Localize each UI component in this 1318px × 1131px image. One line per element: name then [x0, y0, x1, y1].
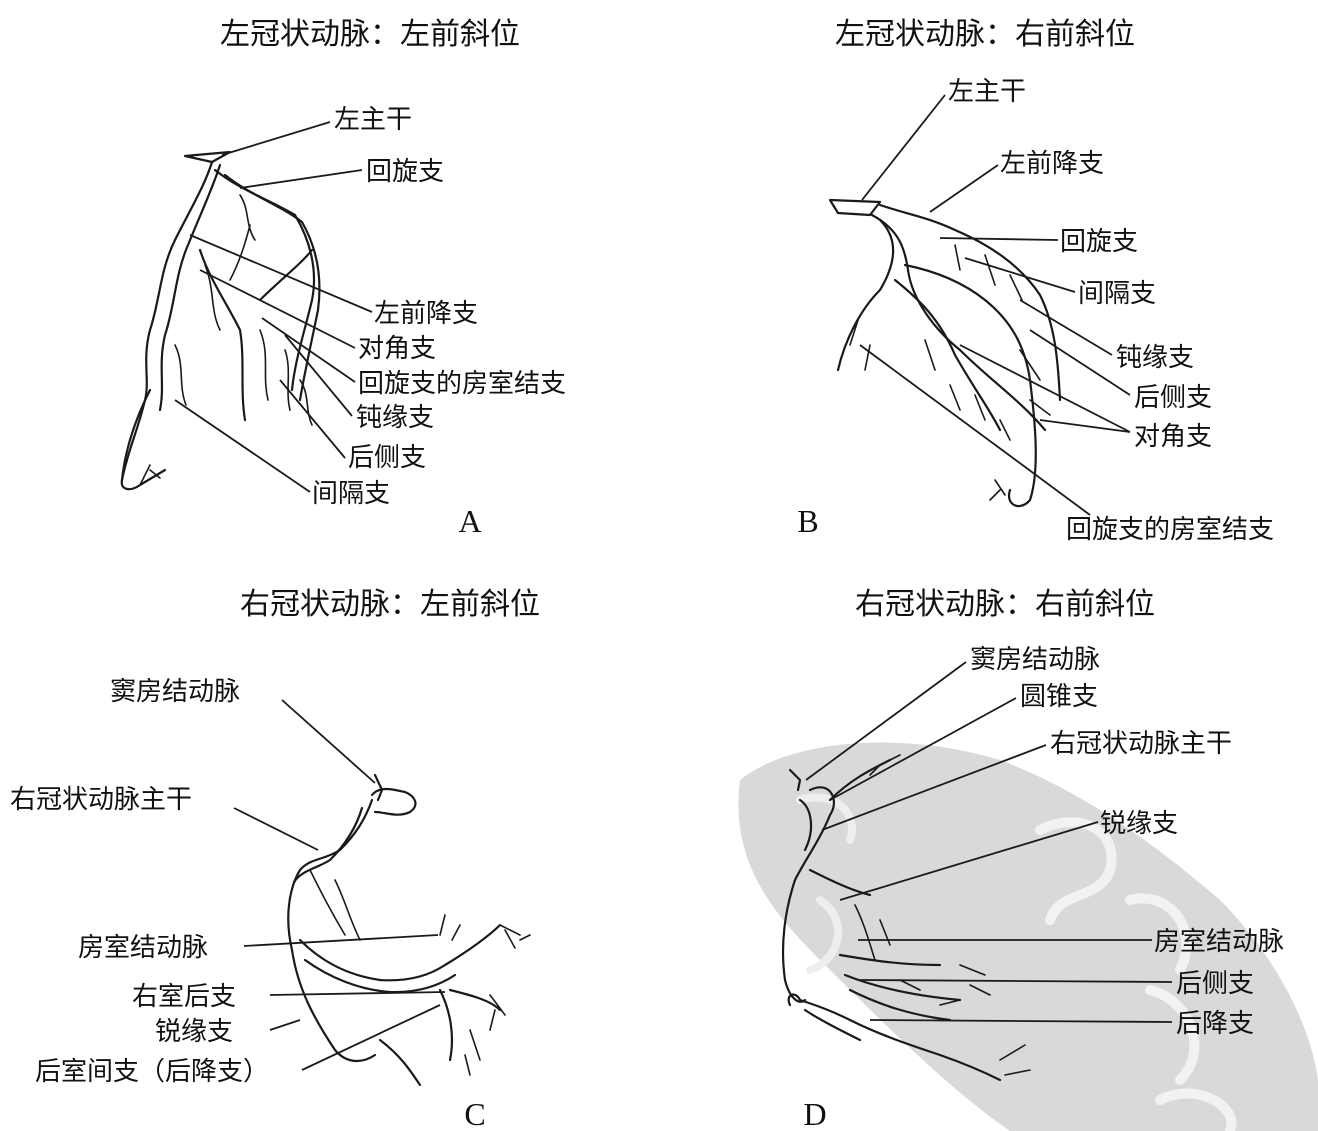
panel-d-label-rca-trunk: 右冠状动脉主干: [1050, 729, 1232, 759]
panel-a-label-obtuse-marginal: 钝缘支: [356, 403, 434, 433]
panel-c-leaders: [234, 700, 445, 1070]
panel-b: 左冠状动脉：右前斜位 B 左主干 左前降支: [797, 17, 1274, 545]
panel-a-label-septal: 间隔支: [312, 479, 390, 509]
panel-b-vessels: [830, 200, 1060, 506]
panel-a-label-circumflex-av-node: 回旋支的房室结支: [358, 369, 566, 399]
panel-b-title: 左冠状动脉：右前斜位: [835, 17, 1135, 52]
panel-c-label-rca-trunk: 右冠状动脉主干: [10, 785, 192, 815]
panel-a-letter: A: [458, 503, 481, 539]
panel-b-label-diagonal: 对角支: [1134, 422, 1212, 452]
panel-a: 左冠状动脉：左前斜位 A 左主: [122, 17, 566, 539]
panel-a-leaders: [175, 122, 372, 492]
panel-c-label-rv-posterior-branch: 右室后支: [132, 982, 236, 1012]
panel-c: 右冠状动脉：左前斜位 C 窦房结动脉 右冠状动脉主干 房: [10, 587, 540, 1131]
panel-b-label-obtuse-marginal: 钝缘支: [1116, 343, 1194, 373]
panel-d-label-conus-branch: 圆锥支: [1020, 682, 1098, 712]
panel-d-letter: D: [803, 1096, 826, 1131]
panel-c-label-acute-marginal: 锐缘支: [155, 1017, 233, 1047]
panel-d-label-acute-marginal: 锐缘支: [1100, 809, 1178, 839]
panel-b-label-lad: 左前降支: [1000, 149, 1104, 179]
panel-a-label-lad: 左前降支: [374, 299, 478, 329]
panel-b-label-circumflex-av-node: 回旋支的房室结支: [1066, 515, 1274, 545]
panel-b-label-left-main: 左主干: [948, 77, 1026, 107]
panel-d-title: 右冠状动脉：右前斜位: [855, 587, 1155, 622]
panel-a-label-left-main: 左主干: [334, 105, 412, 135]
panel-b-label-septal: 间隔支: [1078, 279, 1156, 309]
panel-d-label-av-node-artery: 房室结动脉: [1154, 927, 1284, 957]
panel-a-label-posterolateral: 后侧支: [348, 443, 426, 473]
panel-a-vessels: [122, 152, 320, 489]
panel-d-label-sa-node-artery: 窦房结动脉: [970, 645, 1100, 675]
panel-d-label-pda: 后降支: [1176, 1009, 1254, 1039]
panel-c-label-sa-node-artery: 窦房结动脉: [110, 677, 240, 707]
panel-c-label-pda: 后室间支（后降支）: [35, 1057, 269, 1087]
panel-c-label-av-node-artery: 房室结动脉: [78, 933, 208, 963]
panel-a-title: 左冠状动脉：左前斜位: [220, 17, 520, 52]
panel-d-label-posterolateral: 后侧支: [1176, 969, 1254, 999]
panel-b-letter: B: [797, 503, 818, 539]
panel-c-letter: C: [464, 1096, 485, 1131]
panel-a-label-circumflex: 回旋支: [366, 157, 444, 187]
panel-b-label-circumflex: 回旋支: [1060, 227, 1138, 257]
panel-c-title: 右冠状动脉：左前斜位: [240, 587, 540, 622]
panel-c-vessels: [288, 775, 530, 1085]
panel-b-label-posterolateral: 后侧支: [1134, 383, 1212, 413]
panel-a-label-diagonal: 对角支: [358, 334, 436, 364]
